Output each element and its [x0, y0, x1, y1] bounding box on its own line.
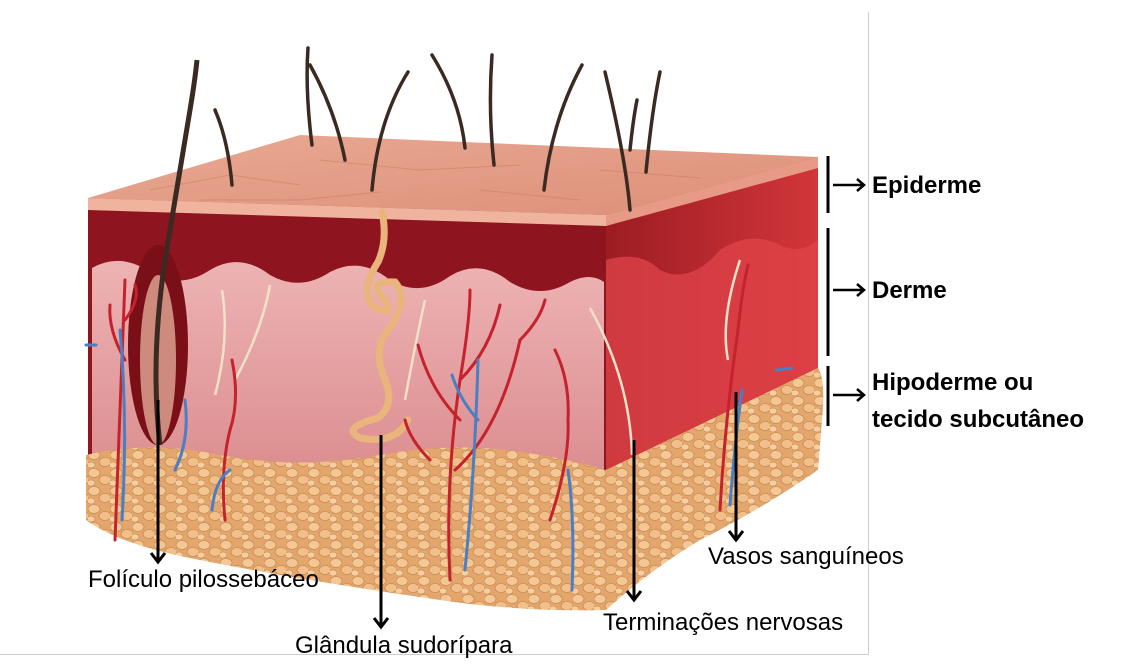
sweat-gland-label: Glândula sudorípara: [295, 632, 512, 660]
layer-arrows: [833, 179, 864, 401]
blood-vessels-label: Vasos sanguíneos: [708, 543, 904, 571]
dermis-label: Derme: [872, 275, 947, 306]
nerve-endings-label: Terminações nervosas: [603, 609, 843, 637]
hypodermis-label-line2: tecido subcutâneo: [872, 404, 1084, 435]
hair-follicle-label: Folículo pilossebáceo: [88, 566, 319, 594]
epidermis-label: Epiderme: [872, 170, 981, 201]
hypodermis-label-line1: Hipoderme ou: [872, 367, 1033, 398]
